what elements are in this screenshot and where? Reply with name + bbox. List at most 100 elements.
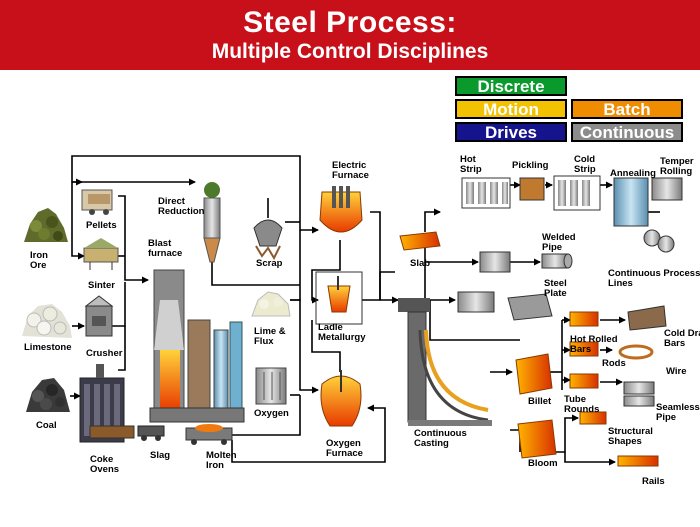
blast-furnace <box>149 269 245 423</box>
label-cold-drawn-bars-text-line2: Bars <box>664 338 685 349</box>
label-bloom-text: Bloom <box>528 458 558 469</box>
hot-strip-mill <box>461 177 511 209</box>
label-hot-rolled-bars-text: Hot Rolled <box>570 334 618 345</box>
oxygen-plant <box>255 367 287 405</box>
title-banner <box>0 0 700 70</box>
label-tube-rounds-text-line2: Rounds <box>564 404 599 415</box>
label-limestone-text: Limestone <box>24 342 72 353</box>
structural-shapes-product <box>579 411 607 425</box>
label-sinter: Sinter <box>88 280 115 291</box>
label-slag-text: Slag <box>150 450 170 461</box>
coke-ovens <box>79 364 135 443</box>
page-title: Steel Process: <box>243 6 457 39</box>
scrap-magnet <box>253 198 283 261</box>
label-iron-ore-text-line2: Ore <box>30 260 46 271</box>
legend-batch: Batch <box>571 99 683 119</box>
label-cold-strip-text: Cold <box>574 154 595 165</box>
label-coal-text: Coal <box>36 420 57 431</box>
label-rods: Rods <box>602 358 626 369</box>
label-bloom: Bloom <box>528 458 558 469</box>
label-direct-reduction-text: Direct <box>158 196 186 207</box>
label-direct-reduction-text-line2: Reduction <box>158 206 205 217</box>
rails-product <box>617 455 659 467</box>
label-continuous-casting-text: Continuous <box>414 428 467 439</box>
welded-pipe-mill <box>479 251 573 273</box>
label-molten-iron-text: Molten <box>206 450 237 461</box>
label-continuous-process-lines-text-line2: Lines <box>608 278 633 289</box>
legend-motion: Motion <box>455 99 567 119</box>
pickling-line <box>519 177 545 201</box>
cold-strip-mill <box>553 175 601 211</box>
temper-rolling-mill <box>651 177 683 201</box>
label-structural-shapes-text: Structural <box>608 426 653 437</box>
label-wire: Wire <box>666 366 687 377</box>
label-welded-pipe-text: Welded <box>542 232 576 243</box>
oxygen-furnace <box>320 370 362 427</box>
label-temper-rolling-text-line2: Rolling <box>660 166 692 177</box>
legend-discrete: Discrete <box>455 76 567 96</box>
label-blast-furnace-text: Blast <box>148 238 172 249</box>
label-cold-strip-text-line2: Strip <box>574 164 596 175</box>
flow-lines <box>70 155 660 466</box>
label-tube-rounds-text: Tube <box>564 394 586 405</box>
label-pickling: Pickling <box>512 160 549 171</box>
label-limestone: Limestone <box>24 342 72 353</box>
label-crusher: Crusher <box>86 348 123 359</box>
label-continuous-casting-text-line2: Casting <box>414 438 449 449</box>
ladle-metallurgy-unit <box>315 271 363 325</box>
label-molten-iron-text-line2: Iron <box>206 460 224 471</box>
continuous-casting-machine <box>398 298 492 426</box>
label-annealing: Annealing <box>610 168 656 179</box>
label-rails: Rails <box>642 476 665 487</box>
label-annealing-text: Annealing <box>610 168 656 179</box>
label-slab-text: Slab <box>410 258 430 269</box>
legend-continuous: Continuous <box>571 122 683 142</box>
coal-pile <box>26 378 70 412</box>
label-scrap: Scrap <box>256 258 283 269</box>
label-pellets: Pellets <box>86 220 117 231</box>
bloom-product <box>517 419 557 459</box>
label-welded-pipe-text-line2: Pipe <box>542 242 562 253</box>
iron-ore-pile <box>24 208 68 242</box>
molten-iron-car <box>185 424 233 445</box>
pellets-plant <box>81 189 113 215</box>
label-rails-text: Rails <box>642 476 665 487</box>
label-seamless-pipe-text-line2: Pipe <box>656 412 676 423</box>
hot-rolled-bars-product <box>569 305 667 331</box>
label-continuous-process-lines-text: Continuous Process <box>608 268 700 279</box>
label-coke-ovens-text: Coke <box>90 454 113 465</box>
label-steel-plate-text: Steel <box>544 278 567 289</box>
lime-flux-pile <box>251 291 291 317</box>
rods-product <box>569 341 654 360</box>
direct-reduction-unit <box>203 182 221 263</box>
label-cold-drawn-bars: Cold DrawnBars <box>664 328 700 349</box>
slag-car <box>137 425 165 441</box>
plate-mill <box>457 291 553 321</box>
label-ladle-metallurgy-text: Ladle <box>318 322 343 333</box>
label-hot-strip-text-line2: Strip <box>460 164 482 175</box>
label-billet-text: Billet <box>528 396 552 407</box>
billet-product <box>515 353 553 395</box>
limestone-pile <box>22 304 72 338</box>
label-lime-flux: Lime &Flux <box>254 326 286 347</box>
label-structural-shapes-text-line2: Shapes <box>608 436 642 447</box>
label-oxygen-furnace-text: Oxygen <box>326 438 361 449</box>
label-blast-furnace-text-line2: furnace <box>148 248 182 259</box>
label-electric-furnace-text: Electric <box>332 160 366 171</box>
label-wire-text: Wire <box>666 366 687 377</box>
